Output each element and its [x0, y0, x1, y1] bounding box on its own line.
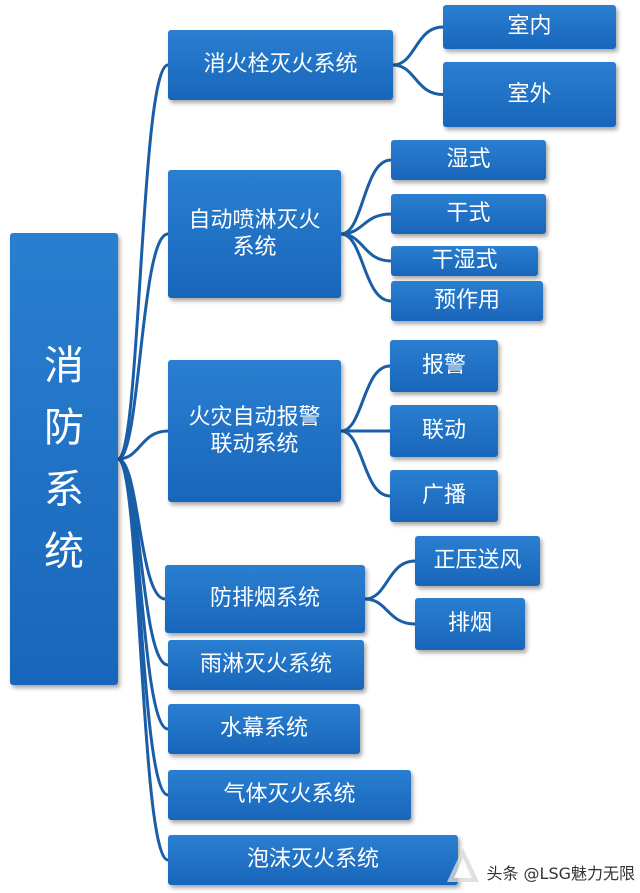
connector-root-to-branch [116, 63, 169, 461]
connector-branch-to-leaf [364, 597, 416, 626]
connector-root-to-branch [117, 232, 169, 461]
leaf-wet: 湿式 [391, 140, 546, 180]
leaf-linkage: 联动 [390, 405, 498, 457]
leaf-indoor: 室内 [443, 5, 616, 49]
leaf-outdoor: 室外 [443, 62, 616, 127]
watermark-text: 头条 @LSG魅力无限 [486, 864, 635, 883]
branch-fire-alarm-system: 火灾自动报警 联动系统 [168, 360, 341, 502]
connector-branch-to-leaf [340, 232, 392, 303]
connector-branch-to-leaf [392, 25, 444, 67]
branch-deluge-system: 雨淋灭火系统 [168, 640, 364, 690]
leaf-broadcast: 广播 [390, 470, 498, 522]
connector-branch-to-leaf [392, 63, 444, 96]
leaf-smoke-exhaust: 排烟 [415, 598, 525, 650]
branch-water-curtain-system: 水幕系统 [168, 704, 360, 754]
connector-branch-to-leaf [340, 158, 392, 236]
branch-hydrant-system: 消火栓灭火系统 [168, 30, 393, 100]
leaf-positive-pressure-air: 正压送风 [415, 536, 540, 586]
leaf-dry: 干式 [391, 194, 546, 234]
connector-root-to-branch [116, 457, 169, 862]
branch-smoke-control-system: 防排烟系统 [165, 565, 365, 633]
connector-branch-to-leaf [340, 429, 391, 498]
connector-root-to-branch [117, 429, 169, 461]
leaf-alarm: 报警 [390, 340, 498, 392]
watermark-logo-icon [447, 848, 479, 882]
branch-foam-extinguishing-system: 泡沫灭火系统 [168, 835, 458, 885]
root-node-fire-protection-system: 消 防 系 统 [10, 233, 118, 685]
branch-sprinkler-system: 自动喷淋灭火 系统 [168, 170, 341, 298]
branch-gas-extinguishing-system: 气体灭火系统 [168, 770, 411, 820]
leaf-wet-dry: 干湿式 [391, 246, 538, 276]
leaf-pre-action: 预作用 [391, 281, 543, 321]
connector-branch-to-leaf [340, 364, 391, 433]
connector-branch-to-leaf [364, 559, 416, 601]
